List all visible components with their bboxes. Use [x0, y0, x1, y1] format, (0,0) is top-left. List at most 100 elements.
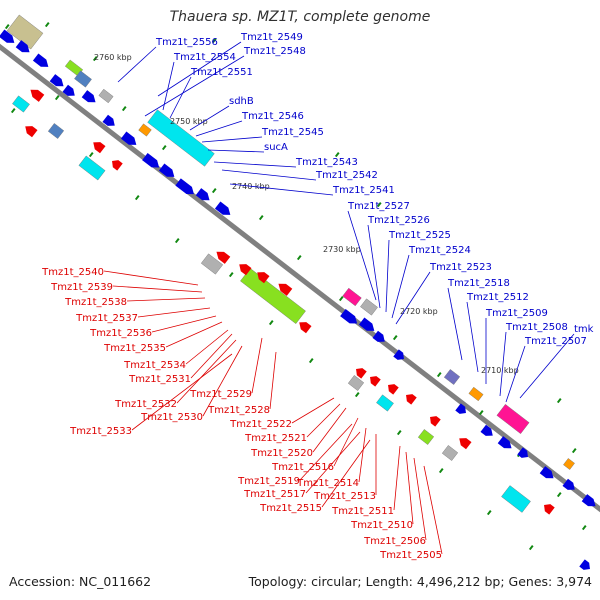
genome-backbone: [0, 43, 600, 513]
tick-mark: [268, 320, 274, 326]
reverse-gene-label: Tmz1t_2536: [89, 328, 152, 339]
reverse-leader-line: [393, 445, 401, 511]
forward-gene-label: Tmz1t_2543: [295, 157, 358, 168]
tick-mark: [396, 430, 402, 436]
forward-gene-label: Tmz1t_2548: [243, 46, 306, 57]
reverse-leader-line: [358, 427, 367, 483]
forward-gene-arrow: [142, 152, 160, 168]
feature-block: [443, 369, 461, 385]
forward-leader-line: [169, 76, 192, 119]
forward-gene-label: Tmz1t_2524: [408, 245, 471, 256]
feature-block: [200, 253, 224, 275]
tick-mark: [92, 56, 98, 62]
forward-gene-arrow: [175, 178, 194, 195]
tick-mark: [354, 392, 360, 398]
map-title: Thauera sp. MZ1T, complete genome: [169, 9, 431, 25]
forward-gene-label: Tmz1t_2523: [429, 262, 492, 273]
forward-gene-label: Tmz1t_2551: [190, 67, 253, 78]
reverse-gene-label: Tmz1t_2519: [237, 476, 300, 487]
forward-gene-arrow: [158, 163, 175, 177]
tick-mark: [436, 372, 442, 378]
reverse-leader-line: [126, 297, 206, 302]
forward-leader-line: [144, 55, 245, 117]
forward-gene-arrow: [120, 131, 137, 145]
tick-mark: [54, 95, 60, 101]
reverse-gene-arrow: [356, 368, 367, 379]
forward-gene-arrow: [0, 29, 15, 43]
forward-gene-arrow: [539, 466, 554, 479]
reverse-leader-line: [413, 457, 427, 541]
forward-gene-label: Tmz1t_2542: [315, 170, 378, 181]
feature-block: [47, 123, 65, 139]
reverse-gene-arrow: [30, 89, 45, 102]
forward-leader-line: [347, 210, 377, 301]
reverse-gene-arrow: [239, 264, 252, 276]
forward-gene-arrow: [579, 559, 590, 570]
reverse-gene-label: Tmz1t_2533: [69, 426, 132, 437]
feature-block: [347, 375, 365, 391]
forward-leader-line: [385, 239, 390, 313]
forward-leader-line: [391, 254, 410, 319]
reverse-gene-label: Tmz1t_2529: [189, 389, 252, 400]
reverse-gene-label: Tmz1t_2530: [140, 412, 203, 423]
feature-block: [360, 298, 378, 316]
feature-block: [376, 394, 394, 412]
feature-block: [78, 155, 106, 181]
forward-gene-arrow: [372, 330, 385, 342]
position-marker-label: 2730 kbp: [323, 245, 361, 254]
reverse-gene-arrow: [370, 376, 381, 387]
reverse-gene-label: Tmz1t_2534: [123, 360, 186, 371]
genome-summary-text: Topology: circular; Length: 4,496,212 bp…: [248, 574, 592, 589]
tick-mark: [581, 525, 587, 531]
reverse-leader-line: [321, 439, 371, 508]
reverse-gene-arrow: [388, 384, 399, 395]
forward-gene-label: tmk: [574, 324, 594, 335]
reverse-leader-line: [112, 285, 203, 293]
forward-gene-arrow: [195, 188, 210, 201]
reverse-gene-arrow: [278, 283, 293, 296]
tick-mark: [296, 255, 302, 261]
forward-gene-label: sdhB: [229, 96, 254, 107]
reverse-leader-line: [312, 407, 347, 453]
tick-mark: [486, 510, 492, 516]
tick-mark: [556, 398, 562, 404]
reverse-leader-line: [165, 321, 223, 348]
tick-mark: [161, 145, 167, 151]
forward-gene-arrow: [81, 90, 96, 103]
reverse-gene-label: Tmz1t_2510: [350, 520, 413, 531]
reverse-leader-line: [291, 397, 335, 424]
tick-mark: [134, 195, 140, 201]
tick-mark: [228, 272, 234, 278]
reverse-gene-arrow: [544, 504, 555, 515]
feature-block: [501, 485, 531, 513]
forward-gene-arrow: [455, 403, 466, 414]
feature-block: [147, 109, 215, 167]
forward-leader-line: [157, 41, 242, 97]
forward-gene-label: Tmz1t_2509: [485, 308, 548, 319]
forward-gene-arrow: [517, 447, 528, 458]
reverse-leader-line: [131, 353, 233, 431]
reverse-leader-line: [176, 339, 237, 404]
forward-gene-arrow: [15, 40, 30, 53]
feature-block: [563, 458, 575, 470]
tick-mark: [556, 492, 562, 498]
reverse-gene-arrow: [25, 126, 38, 138]
feature-block: [441, 445, 459, 461]
forward-leader-line: [367, 224, 381, 309]
reverse-gene-label: Tmz1t_2532: [114, 399, 177, 410]
reverse-leader-line: [151, 315, 217, 333]
forward-leader-line: [519, 333, 575, 399]
forward-gene-arrow: [393, 349, 404, 360]
forward-gene-arrow: [480, 424, 493, 436]
tick-mark: [121, 106, 127, 112]
forward-leader-line: [499, 331, 507, 397]
forward-gene-label: Tmz1t_2541: [332, 185, 395, 196]
reverse-gene-label: Tmz1t_2521: [244, 433, 307, 444]
reverse-leader-line: [269, 351, 277, 410]
position-marker-label: 2760 kbp: [94, 53, 132, 62]
forward-gene-arrow: [562, 478, 575, 490]
reverse-leader-line: [306, 403, 341, 438]
forward-gene-label: Tmz1t_2512: [466, 292, 529, 303]
feature-block: [74, 70, 92, 88]
